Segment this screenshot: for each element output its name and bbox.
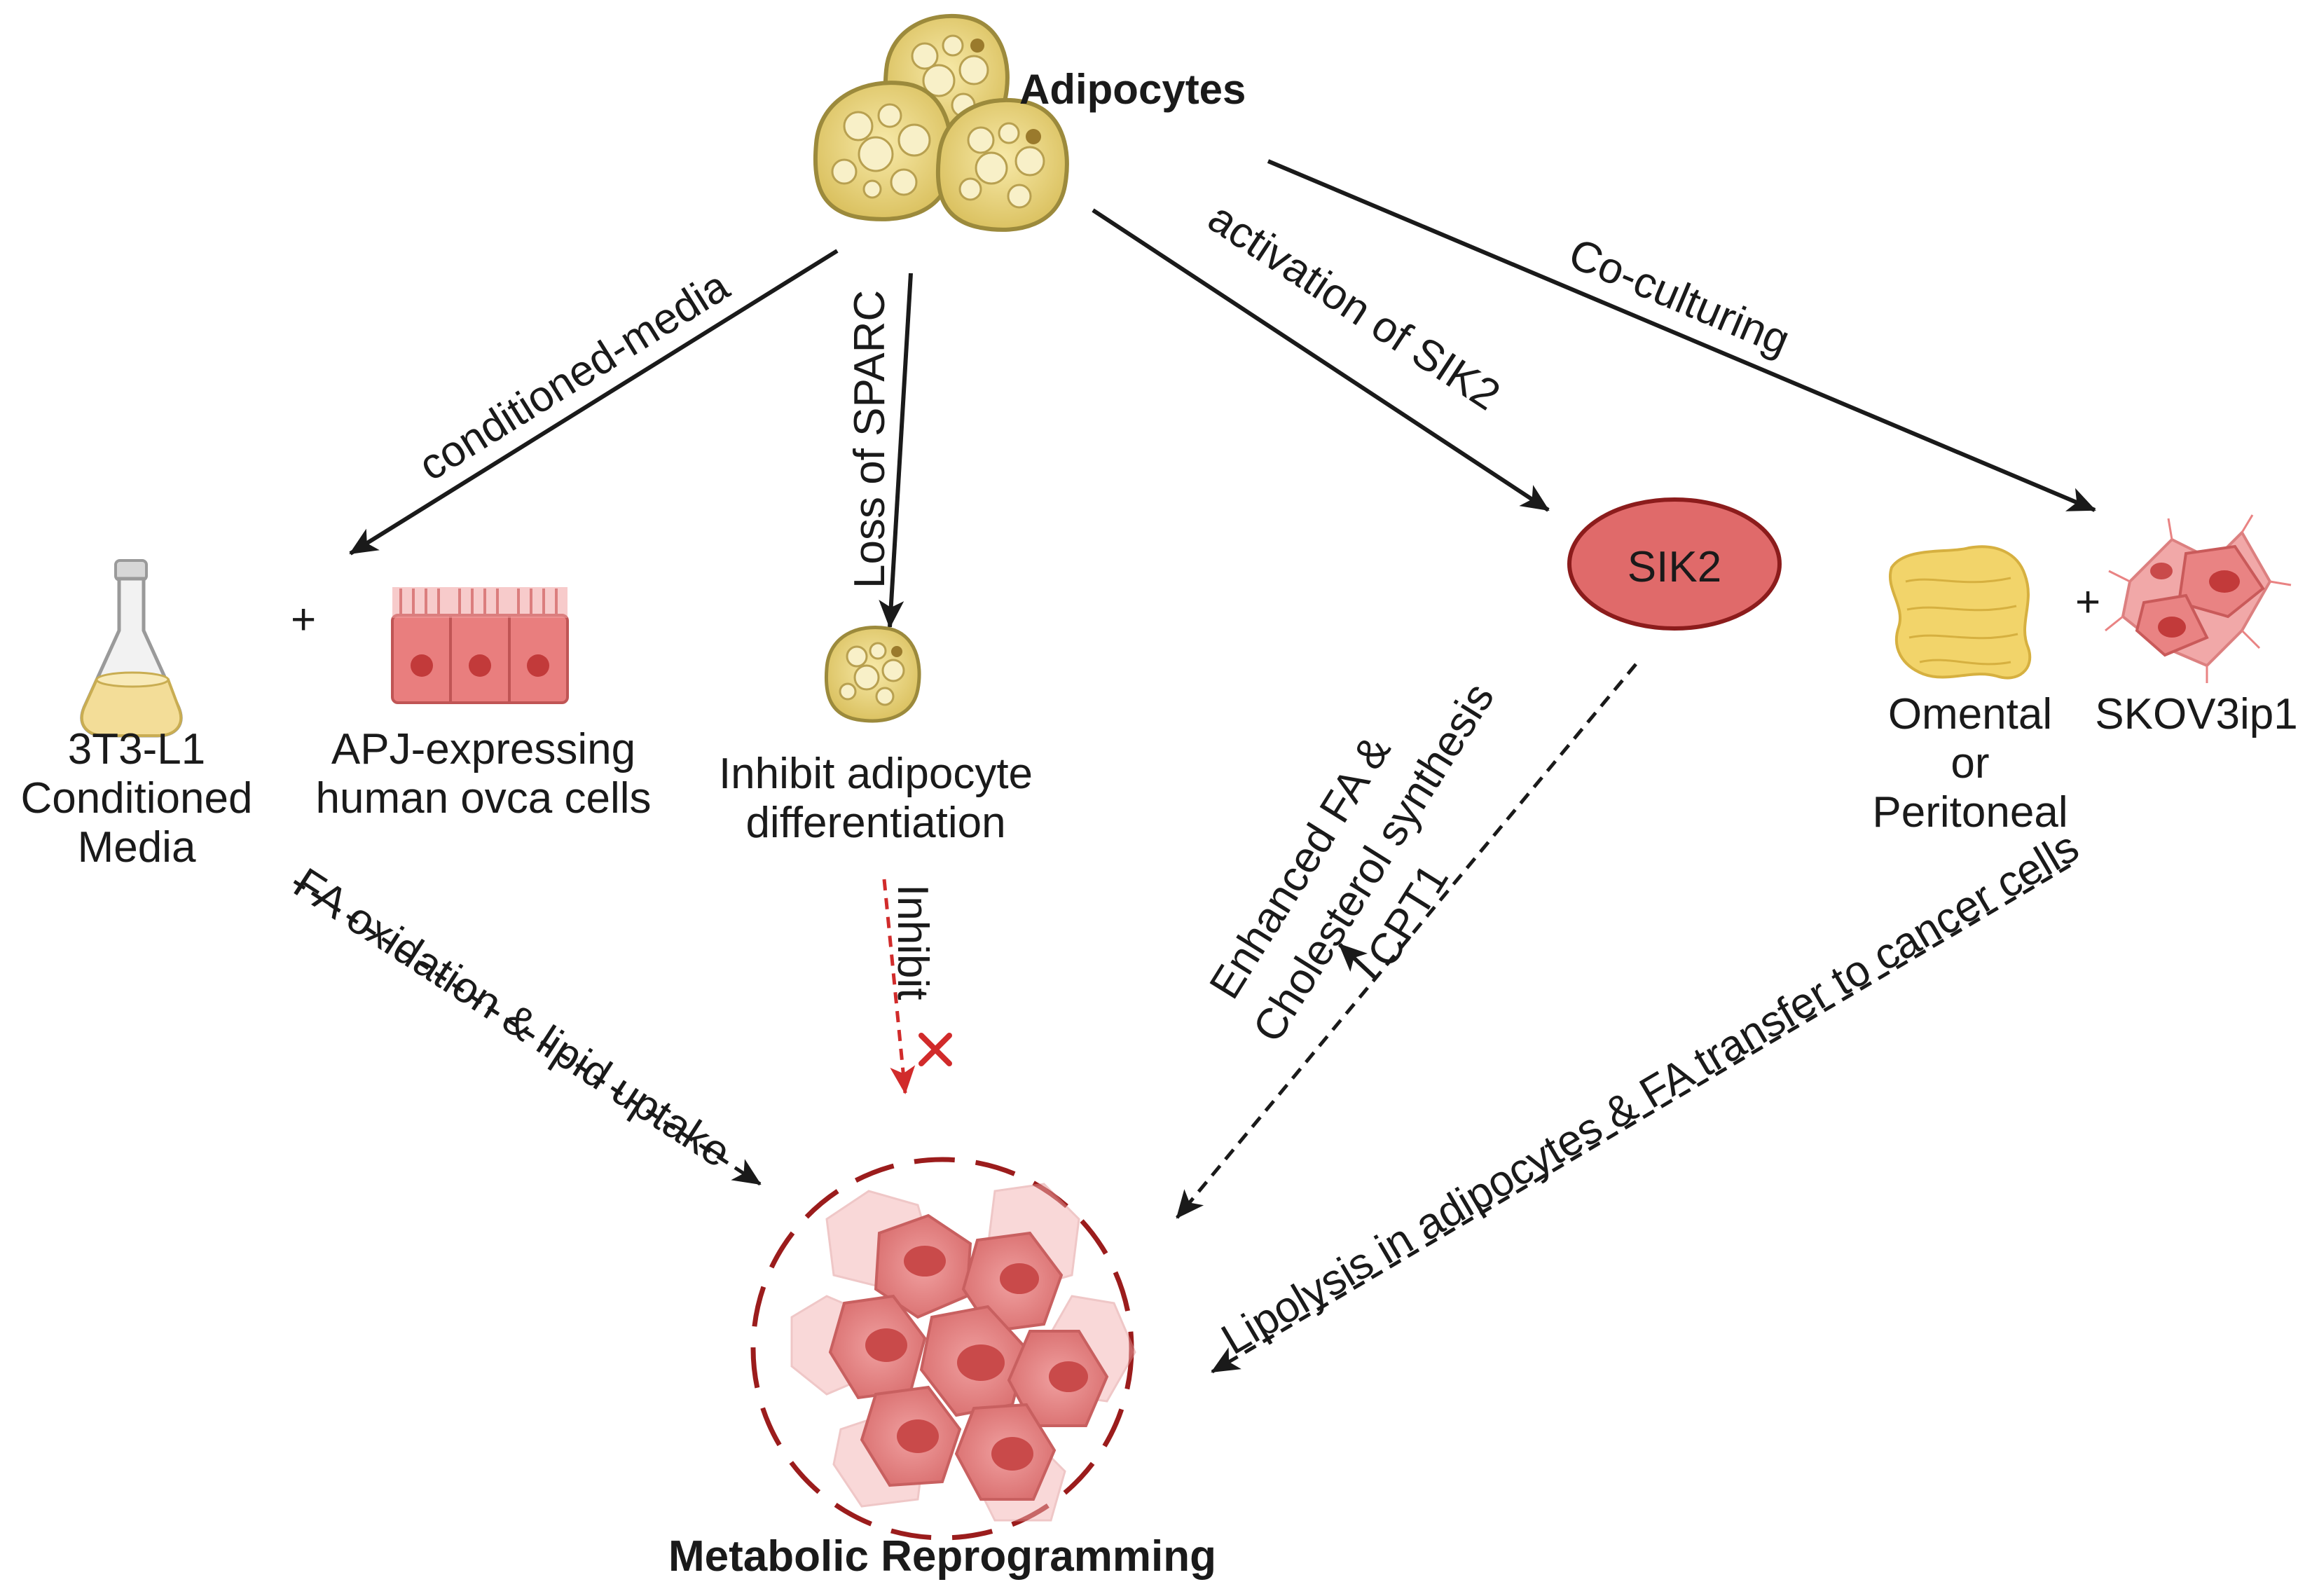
tumor-cluster-icon <box>750 1157 1136 1541</box>
label-conditioned-media: conditioned-media <box>411 261 738 490</box>
omental-label-line1: Omental <box>1888 690 2052 738</box>
omentum-tissue-icon <box>1889 545 2032 680</box>
skov-label: SKOV3ip1 <box>2095 690 2298 738</box>
apj-label-line1: APJ-expressing <box>331 725 635 773</box>
sik2-label: SIK2 <box>1628 543 1721 591</box>
omental-label-line3: Peritoneal <box>1872 788 2067 837</box>
inhibit-label-line2: differentiation <box>745 799 1005 847</box>
arrow-sik2-to-tumor <box>1176 663 1637 1219</box>
diagram-title: Metabolic Reprogramming <box>668 1532 1216 1581</box>
arrow-loss-of-sparc <box>879 273 913 628</box>
arrow-activation-of-sik2 <box>1092 208 1550 512</box>
arrow-inhibit <box>882 879 916 1094</box>
cpt1-up-arrow <box>1337 942 1377 979</box>
label-fa-oxidation: FA oxidation & lipid uptake <box>285 859 739 1177</box>
single-adipocyte-icon <box>824 626 921 723</box>
inhibit-x-mark <box>918 1033 952 1066</box>
sik2-node: SIK2 <box>1567 497 1782 631</box>
inhibit-label-line1: Inhibit adipocyte <box>719 750 1033 798</box>
arrow-fa-oxidation <box>293 879 762 1186</box>
flask-icon <box>80 559 183 738</box>
label-loss-of-sparc: Loss of SPARC <box>846 290 894 589</box>
apj-label-line2: human ovca cells <box>315 774 651 823</box>
arrow-co-culturing <box>1267 159 2096 512</box>
cancer-cell-cluster-icon <box>2105 514 2292 683</box>
omental-label-line2: or <box>1950 739 1989 787</box>
label-co-culturing: Co-culturing <box>1562 229 1797 365</box>
media-label-line1: 3T3-L1 <box>68 725 205 773</box>
arrow-conditioned-media <box>349 249 839 556</box>
label-inhibit: Inhibit <box>888 884 937 1000</box>
label-activation-of-sik2: activation of SIK2 <box>1199 193 1508 420</box>
plus-sign-right: + <box>2075 578 2100 626</box>
media-label-line2: Conditioned <box>21 774 253 823</box>
adipocyte-cluster-icon <box>813 13 1069 232</box>
epithelial-cells-icon <box>391 587 569 704</box>
adipocytes-label: Adipocytes <box>1019 66 1246 113</box>
plus-sign-left: + <box>291 596 316 644</box>
arrow-lipolysis <box>1211 863 2072 1374</box>
media-label-line3: Media <box>78 823 196 872</box>
